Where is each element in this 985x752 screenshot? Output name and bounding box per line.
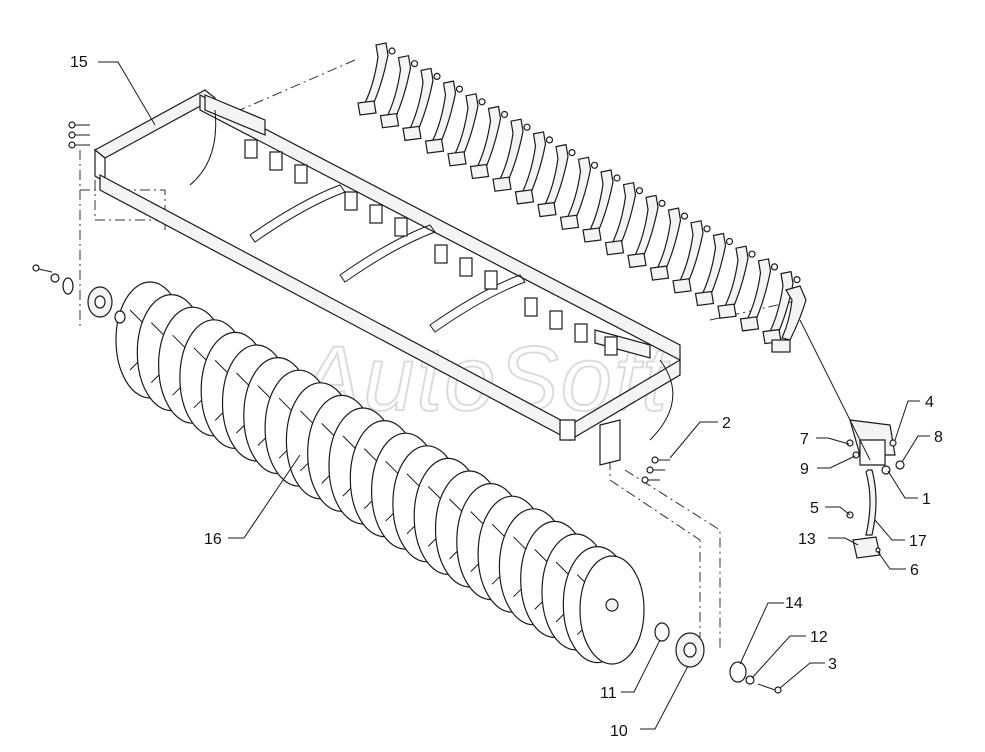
frame-brackets [244, 139, 618, 356]
tine [424, 80, 464, 154]
tine-mount-detail [771, 285, 905, 559]
tine [672, 220, 711, 294]
tine [469, 105, 509, 180]
frame-assembly [68, 89, 681, 484]
tine [447, 93, 486, 167]
leader-lines [98, 61, 930, 730]
callout-10: 10 [610, 723, 628, 740]
tine [357, 42, 396, 116]
callout-labels: 15 2 3 4 5 6 7 8 9 1 17 13 14 12 11 10 1… [70, 54, 943, 740]
tine [627, 194, 666, 269]
callout-13: 13 [798, 531, 816, 548]
tine [604, 181, 644, 256]
callout-7: 7 [800, 431, 809, 448]
right-bearing-group [654, 622, 782, 694]
packer-roller [115, 281, 645, 665]
callout-5: 5 [810, 500, 819, 517]
tine [582, 169, 621, 243]
tine [739, 258, 779, 332]
tine [762, 270, 801, 345]
tine [402, 67, 441, 142]
tine [694, 232, 734, 307]
callout-11: 11 [600, 685, 617, 702]
left-bearing-group [32, 264, 126, 324]
callout-3: 3 [828, 656, 837, 673]
tine [379, 54, 419, 129]
bolt-set-left [68, 121, 90, 149]
callout-6: 6 [910, 562, 919, 579]
callout-8: 8 [934, 429, 943, 446]
callout-16: 16 [204, 531, 222, 548]
tine [717, 245, 756, 319]
callout-4: 4 [925, 394, 934, 411]
tine-row [357, 42, 801, 345]
callout-15: 15 [70, 54, 88, 71]
tine [649, 207, 689, 281]
callout-17: 17 [909, 533, 927, 550]
tine [514, 131, 554, 205]
callout-2: 2 [722, 415, 731, 432]
callout-1: 1 [922, 491, 931, 508]
callout-14: 14 [785, 595, 803, 612]
callout-12: 12 [810, 629, 828, 646]
tine [559, 156, 599, 230]
tine [537, 143, 576, 218]
bolt-set-2 [641, 456, 670, 484]
tine [492, 118, 531, 192]
callout-9: 9 [800, 461, 809, 478]
